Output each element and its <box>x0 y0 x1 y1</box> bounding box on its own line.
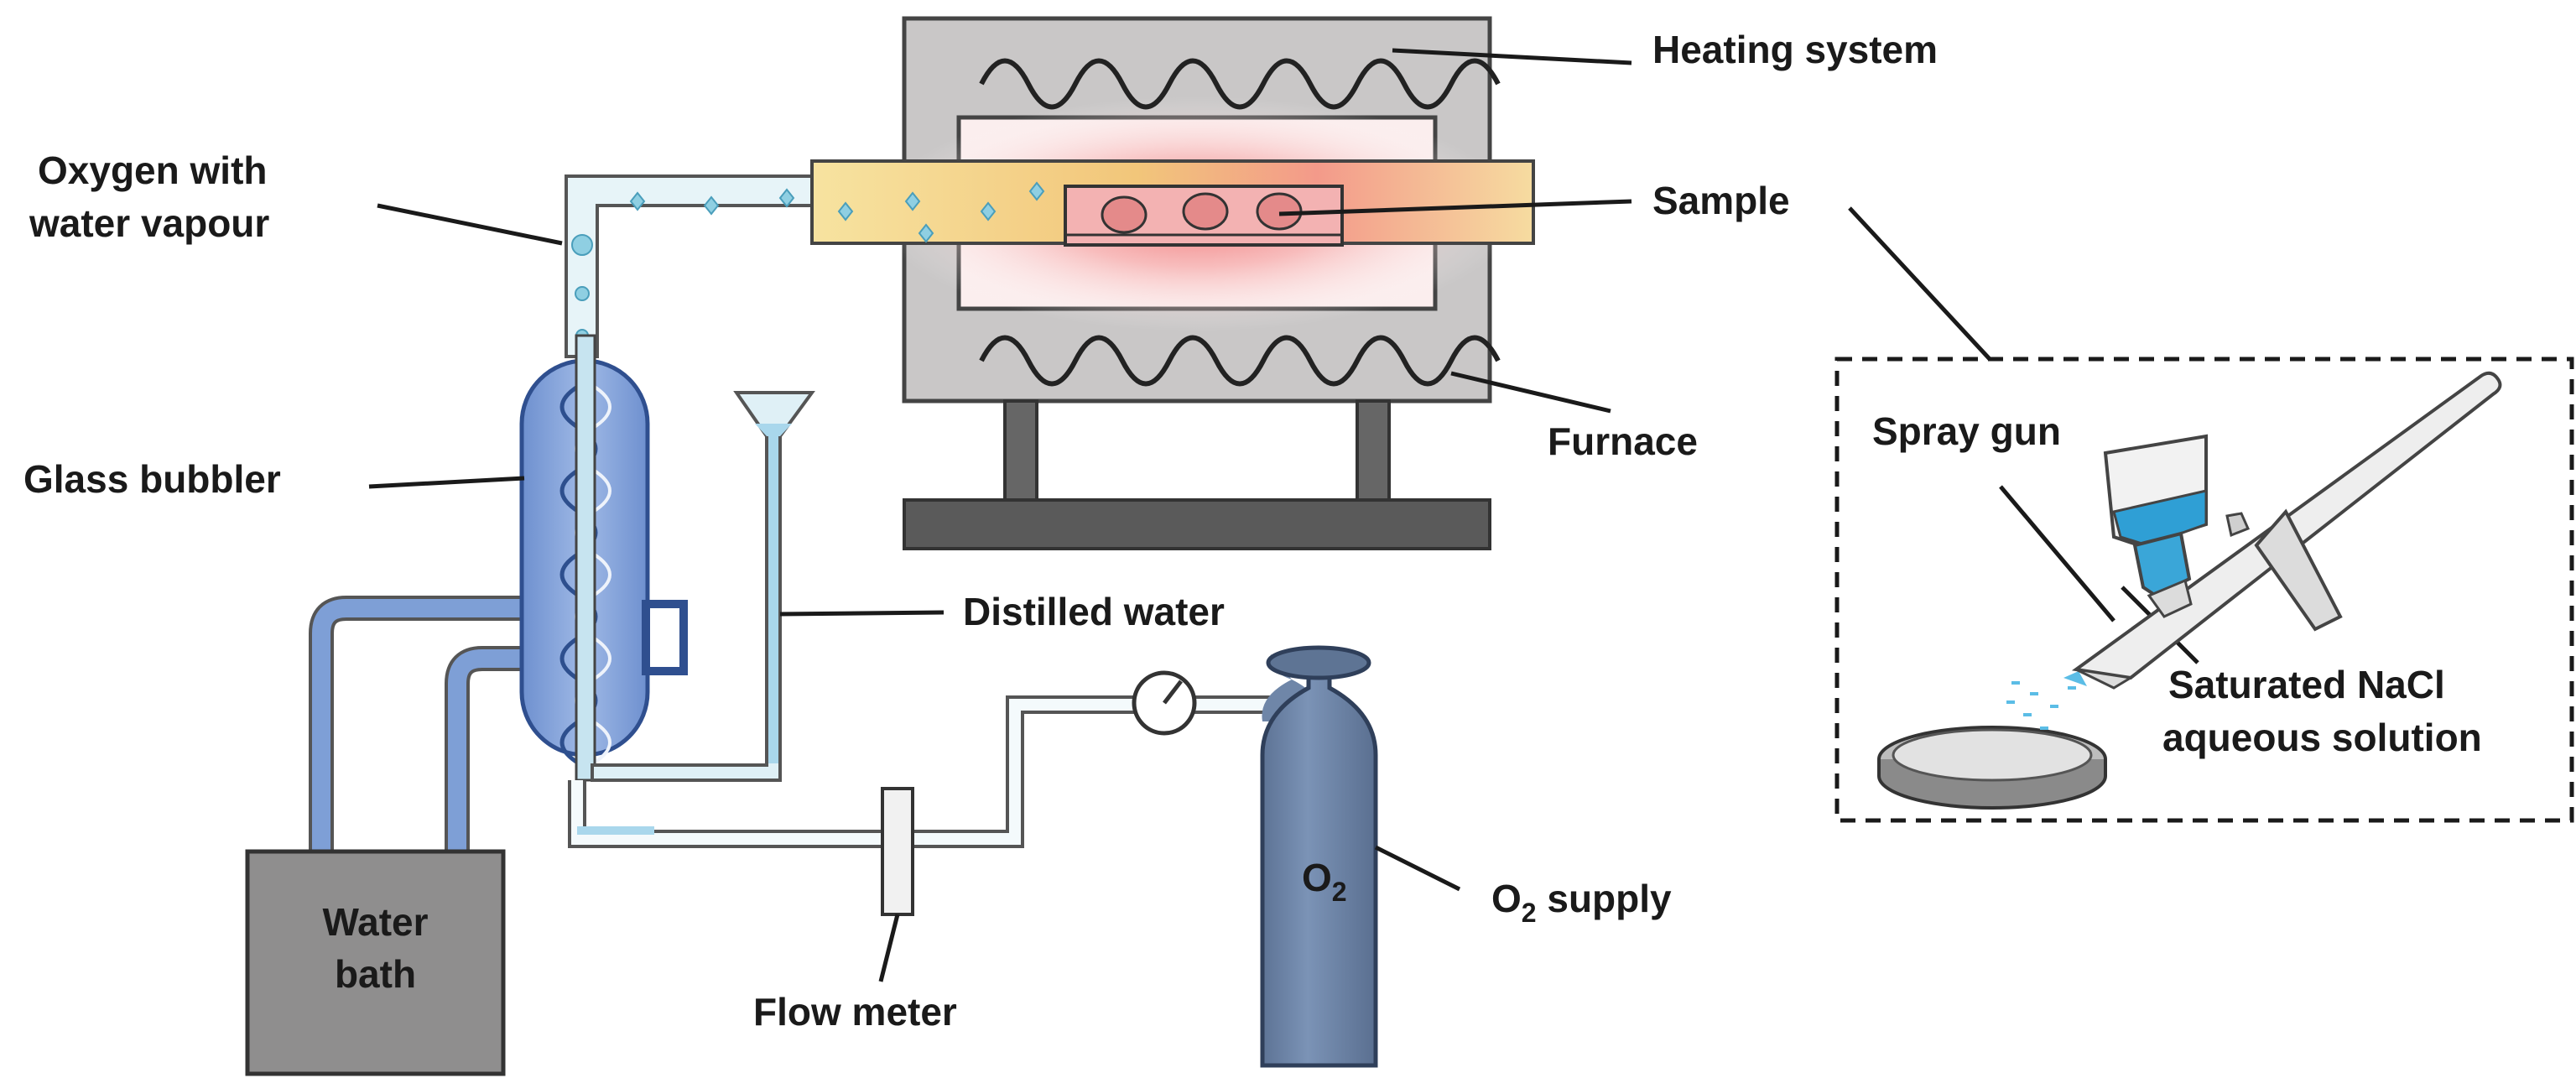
spray-gun-trigger <box>2254 508 2343 632</box>
solution-reservoir <box>2103 434 2208 618</box>
spray-mist <box>2006 671 2087 730</box>
o2-cylinder <box>1260 645 1378 1068</box>
distilled-water-funnel <box>591 391 815 782</box>
furnace-base <box>903 498 1491 550</box>
leader-sample <box>1278 199 1632 216</box>
leader-o2-supply <box>1374 845 1461 892</box>
flow-meter <box>881 787 914 916</box>
leader-spray-gun <box>1999 485 2115 622</box>
leader-furnace <box>1450 371 1611 414</box>
furnace <box>878 16 1516 550</box>
vapour-pipe <box>565 159 1535 358</box>
spray-inset <box>1834 357 2574 823</box>
sample-pellet-2 <box>1182 192 1229 231</box>
heating-coil-top <box>979 58 1501 110</box>
furnace-leg-left <box>1003 399 1038 502</box>
furnace-leg-right <box>1356 399 1391 502</box>
leader-glass-bubbler <box>368 476 525 489</box>
leader-sample-to-inset <box>1848 206 1991 361</box>
leader-heating-system <box>1392 48 1632 65</box>
leader-distilled-water <box>779 610 945 617</box>
glass-bubbler <box>519 334 688 782</box>
leader-lines <box>368 48 2199 982</box>
leader-oxygen <box>377 203 563 246</box>
water-bath <box>245 596 537 1076</box>
gas-line <box>568 670 1334 916</box>
sample-pellet-1 <box>1101 195 1147 234</box>
leader-flow-meter <box>878 914 900 982</box>
heating-coil-bottom <box>979 335 1501 387</box>
